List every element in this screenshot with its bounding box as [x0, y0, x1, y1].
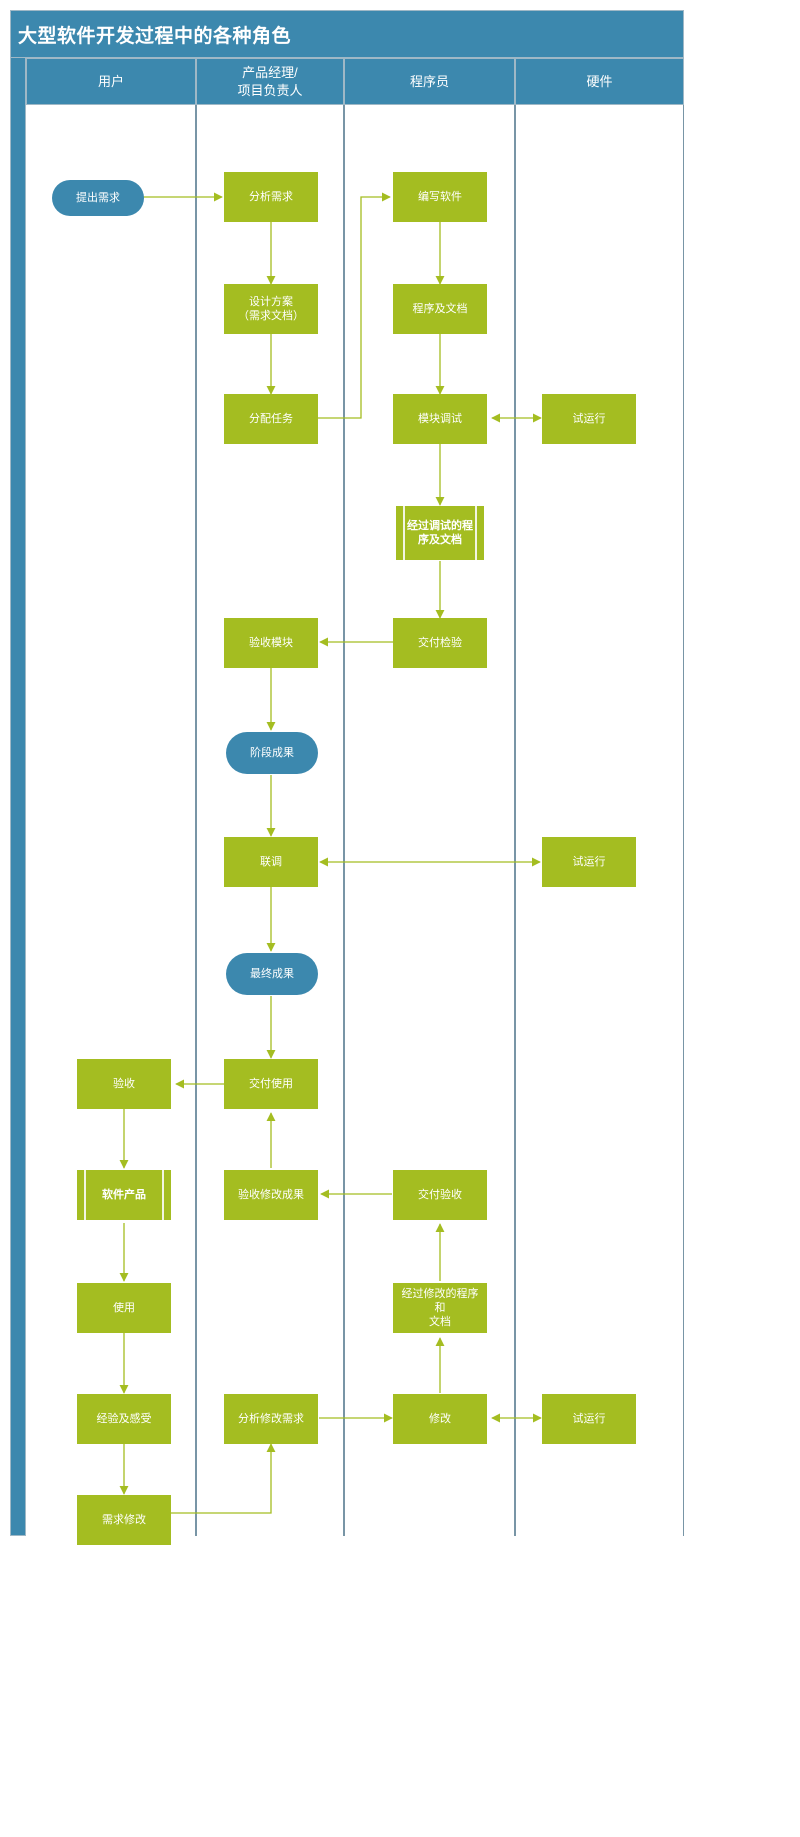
node-final-result[interactable]: 最终成果: [226, 953, 318, 995]
node-acceptance[interactable]: 验收: [77, 1059, 171, 1109]
lane-spine: [10, 58, 26, 1536]
node-accept-modified-result[interactable]: 验收修改成果: [224, 1170, 318, 1220]
node-software-product[interactable]: 软件产品: [77, 1170, 171, 1220]
node-write-software[interactable]: 编写软件: [393, 172, 487, 222]
node-deliver-for-use[interactable]: 交付使用: [224, 1059, 318, 1109]
node-program-and-docs[interactable]: 程序及文档: [393, 284, 487, 334]
node-module-debug[interactable]: 模块调试: [393, 394, 487, 444]
node-propose-requirements[interactable]: 提出需求: [52, 180, 144, 216]
lane-header-dev: 程序员: [344, 58, 515, 105]
node-requirement-change[interactable]: 需求修改: [77, 1495, 171, 1545]
lane-body-hardware: [515, 105, 684, 1536]
predefined-left-bar: [403, 506, 405, 560]
predefined-left-bar: [84, 1170, 86, 1220]
node-accept-module[interactable]: 验收模块: [224, 618, 318, 668]
node-analyze-change-request[interactable]: 分析修改需求: [224, 1394, 318, 1444]
node-delivery-inspection[interactable]: 交付检验: [393, 618, 487, 668]
node-trial-run-2[interactable]: 试运行: [542, 837, 636, 887]
node-assign-tasks[interactable]: 分配任务: [224, 394, 318, 444]
lane-header-user: 用户: [26, 58, 196, 105]
node-modified-program-docs[interactable]: 经过修改的程序和文档: [393, 1283, 487, 1333]
node-modify[interactable]: 修改: [393, 1394, 487, 1444]
predefined-right-bar: [475, 506, 477, 560]
diagram-title-bar: [10, 10, 684, 58]
lane-header-pm: 产品经理/项目负责人: [196, 58, 344, 105]
node-experience-feelings[interactable]: 经验及感受: [77, 1394, 171, 1444]
node-trial-run-1[interactable]: 试运行: [542, 394, 636, 444]
node-design-plan[interactable]: 设计方案（需求文档）: [224, 284, 318, 334]
node-trial-run-3[interactable]: 试运行: [542, 1394, 636, 1444]
node-analyze-requirements[interactable]: 分析需求: [224, 172, 318, 222]
node-phase-result[interactable]: 阶段成果: [226, 732, 318, 774]
node-use[interactable]: 使用: [77, 1283, 171, 1333]
predefined-right-bar: [162, 1170, 164, 1220]
lane-header-hardware: 硬件: [515, 58, 684, 105]
node-delivery-acceptance[interactable]: 交付验收: [393, 1170, 487, 1220]
node-debugged-program-docs[interactable]: 经过调试的程序及文档: [396, 506, 484, 560]
node-joint-debug[interactable]: 联调: [224, 837, 318, 887]
page-title: 大型软件开发过程中的各种角色: [18, 25, 292, 47]
